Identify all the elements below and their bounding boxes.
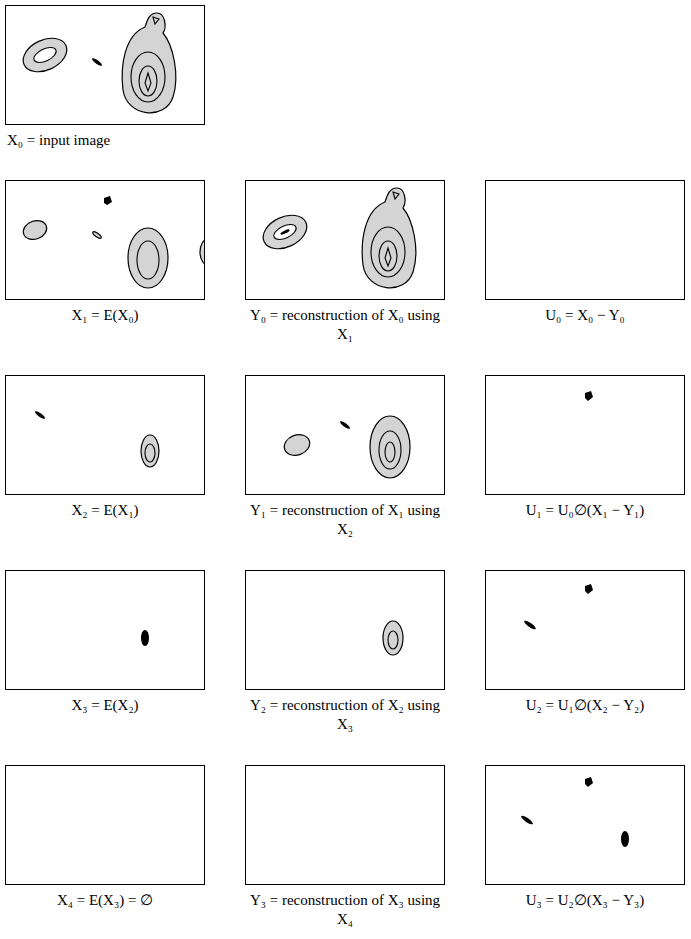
inner-contour (137, 241, 159, 279)
image-panel: Y₁ = reconstruction of X₁ using X₂ (245, 375, 445, 541)
panel-caption: X₀ = input image (5, 131, 205, 150)
image-content (34, 410, 159, 467)
dark-sliver (91, 57, 103, 67)
image-content (141, 630, 149, 646)
dark-blob (585, 391, 593, 401)
dark-sliver (280, 229, 290, 236)
dark-blob (621, 831, 629, 847)
dark-sliver (520, 814, 534, 825)
panel-frame (5, 5, 205, 125)
image-panel: Y₂ = reconstruction of X₂ using X₃ (245, 570, 445, 736)
image-content (520, 777, 629, 847)
image-content (383, 621, 403, 655)
inner-contour (145, 73, 151, 91)
panel-frame (485, 180, 685, 300)
inner-contour (379, 241, 397, 271)
panel-caption: X₂ = E(X₁) (5, 501, 205, 520)
image-content (21, 196, 216, 288)
panel-frame (245, 375, 445, 495)
panel-frame (5, 180, 205, 300)
dark-sliver (523, 619, 537, 630)
image-panel: X₂ = E(X₁) (5, 375, 205, 522)
gray-sliver (92, 231, 102, 240)
panel-frame (5, 375, 205, 495)
panel-caption: Y₂ = reconstruction of X₂ using X₃ (245, 696, 445, 734)
image-content (585, 391, 593, 401)
inner-contour (131, 52, 165, 102)
gray-region (258, 209, 312, 256)
panel-caption: Y₃ = reconstruction of X₃ using X₄ (245, 891, 445, 929)
image-panel: Y₀ = reconstruction of X₀ using X₁ (245, 180, 445, 346)
image-panel: X₄ = E(X₃) = ∅ (5, 765, 205, 912)
inner-contour (153, 17, 159, 24)
panel-caption: X₃ = E(X₂) (5, 696, 205, 715)
panel-frame (5, 765, 205, 885)
image-panel: U₀ = X₀ − Y₀ (485, 180, 685, 327)
dark-blob (585, 584, 593, 594)
panel-caption: U₀ = X₀ − Y₀ (485, 306, 685, 325)
gray-region (122, 13, 176, 113)
panel-caption: Y₀ = reconstruction of X₀ using X₁ (245, 306, 445, 344)
inner-contour (385, 248, 391, 266)
panel-frame (485, 765, 685, 885)
panel-frame (5, 570, 205, 690)
gray-region (383, 621, 403, 655)
panel-caption: U₃ = U₂∅(X₃ − Y₃) (485, 891, 685, 910)
panel-caption: U₂ = U₁∅(X₂ − Y₂) (485, 696, 685, 715)
image-panel: Y₃ = reconstruction of X₃ using X₄ (245, 765, 445, 931)
image-content (523, 584, 593, 631)
image-panel: U₂ = U₁∅(X₂ − Y₂) (485, 570, 685, 717)
image-content (18, 13, 176, 113)
panel-frame (485, 375, 685, 495)
panel-caption: X₁ = E(X₀) (5, 306, 205, 325)
image-panel: U₁ = U₀∅(X₁ − Y₁) (485, 375, 685, 522)
panel-frame (485, 570, 685, 690)
gray-region (362, 188, 416, 288)
panel-frame (245, 180, 445, 300)
panel-caption: Y₁ = reconstruction of X₁ using X₂ (245, 501, 445, 539)
gray-region (18, 32, 72, 79)
gray-region (128, 228, 168, 288)
dark-blob (585, 777, 593, 787)
gray-region (370, 416, 410, 478)
panel-caption: U₁ = U₀∅(X₁ − Y₁) (485, 501, 685, 520)
image-panel: X₀ = input image (5, 5, 205, 152)
image-panel: X₃ = E(X₂) (5, 570, 205, 717)
gray-region (141, 435, 159, 467)
panel-frame (245, 765, 445, 885)
image-content (281, 416, 410, 478)
dark-sliver (339, 420, 351, 430)
inner-contour (139, 66, 157, 96)
panel-caption: X₄ = E(X₃) = ∅ (5, 891, 205, 910)
image-panel: X₁ = E(X₀) (5, 180, 205, 327)
inner-contour (371, 227, 405, 277)
inner-contour (393, 192, 399, 199)
inner-contour (388, 631, 398, 649)
gray-region (281, 431, 312, 459)
dark-blob (104, 196, 112, 205)
inner-contour (385, 442, 395, 462)
gray-region (200, 239, 216, 265)
gray-region (21, 217, 50, 242)
inner-contour (272, 221, 299, 242)
inner-contour (379, 431, 401, 469)
image-panel: U₃ = U₂∅(X₃ − Y₃) (485, 765, 685, 912)
inner-contour (145, 444, 155, 462)
panel-frame (245, 570, 445, 690)
dark-blob (141, 630, 149, 646)
image-content (258, 188, 416, 288)
inner-contour (32, 44, 59, 65)
dark-sliver (34, 410, 46, 420)
